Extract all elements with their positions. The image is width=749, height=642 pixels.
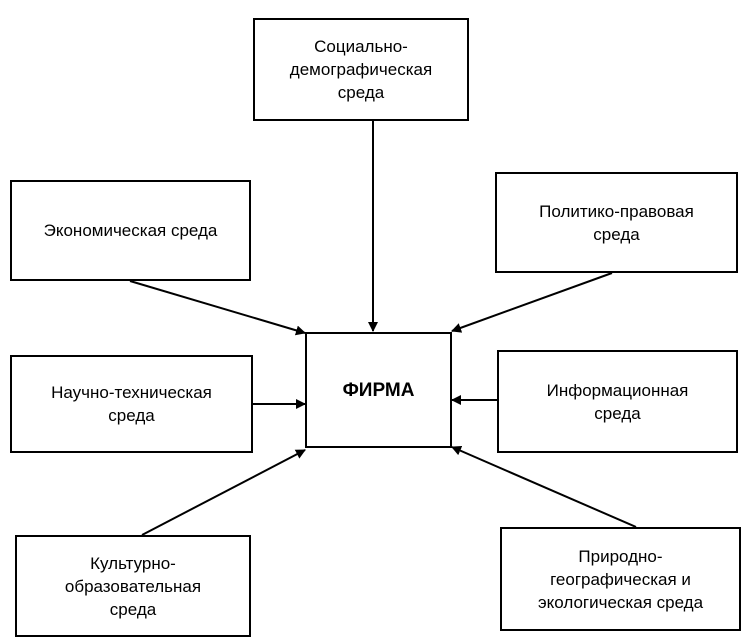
information-environment-box: Информационная среда — [497, 350, 738, 453]
box-label: Природно- географическая и экологическая… — [537, 546, 704, 612]
box-label: Научно-техническая среда — [51, 383, 212, 425]
cultural-educational-environment-box: Культурно- образовательная среда — [15, 535, 251, 637]
box-label: Политико-правовая среда — [539, 201, 694, 244]
natural-ecological-environment-box: Природно- географическая и экологическая… — [500, 527, 741, 631]
arrow-cultural-to-firm — [141, 449, 306, 536]
economic-environment-box: Экономическая среда — [10, 180, 251, 281]
box-label: Культурно- образовательная среда — [64, 553, 202, 619]
arrow-political-to-firm — [451, 272, 613, 333]
arrow-economic-to-firm — [129, 280, 306, 336]
box-label: Экономическая среда — [43, 221, 218, 240]
arrow-natural-to-firm — [451, 446, 637, 528]
scientific-technical-environment-box: Научно-техническая среда — [10, 355, 253, 453]
political-legal-environment-box: Политико-правовая среда — [495, 172, 738, 273]
firm-box: ФИРМА — [305, 332, 452, 448]
box-label: Информационная среда — [546, 380, 689, 423]
firm-label: ФИРМА — [342, 379, 415, 401]
social-demographic-environment-box: Социально- демографическая среда — [253, 18, 469, 121]
box-label: Социально- демографическая среда — [289, 37, 433, 102]
